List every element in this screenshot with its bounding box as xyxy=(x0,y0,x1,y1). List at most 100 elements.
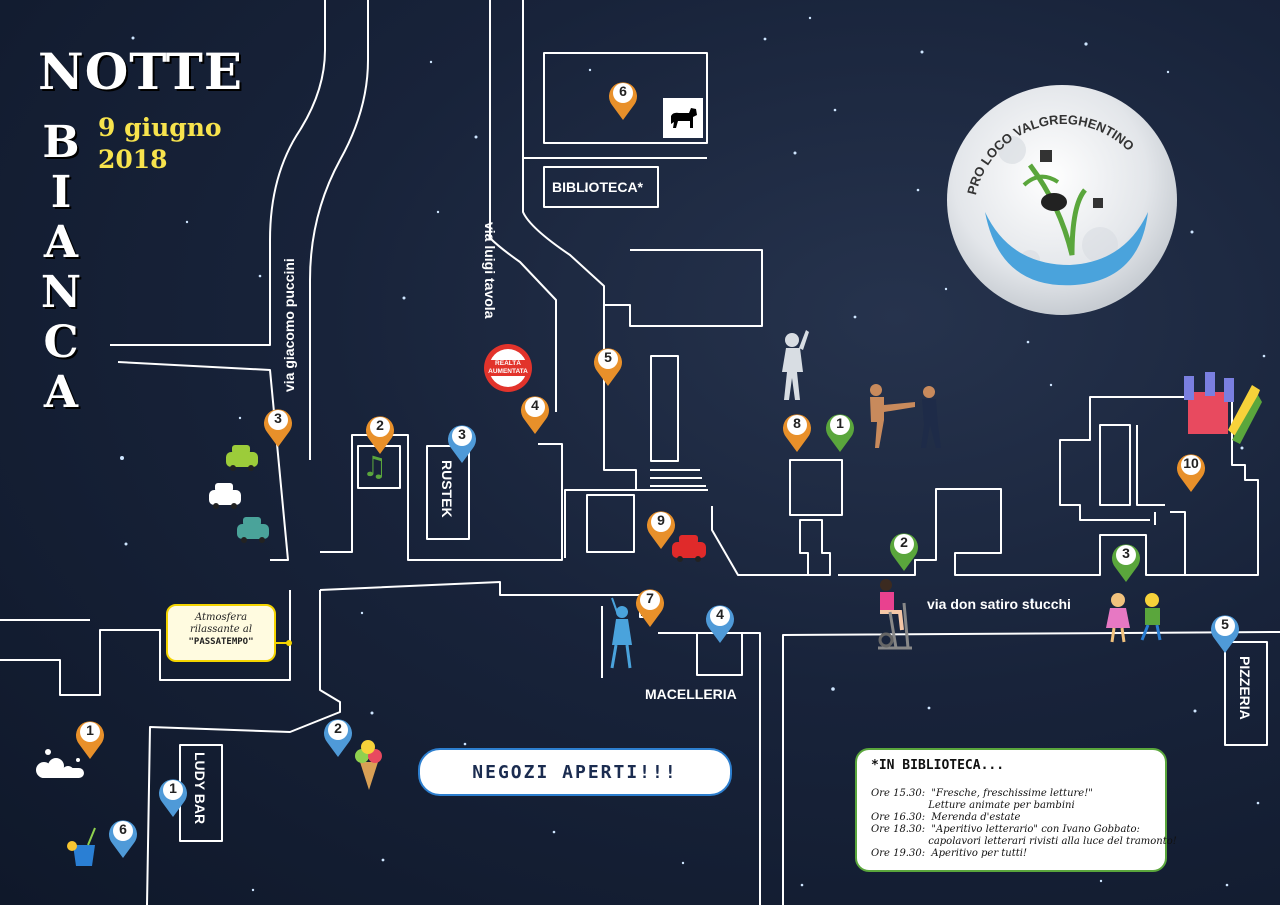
pin-marker-icon xyxy=(826,414,854,452)
map-pin-orange-2[interactable]: 2 xyxy=(363,411,397,455)
title-letter: A xyxy=(43,217,79,268)
map-pin-orange-6[interactable]: 6 xyxy=(606,77,640,121)
pin-marker-icon xyxy=(636,589,664,627)
car-icon xyxy=(209,483,241,509)
title-letter: C xyxy=(43,317,79,368)
pin-number: 8 xyxy=(793,415,801,431)
map-pin-orange-1[interactable]: 1 xyxy=(73,716,107,760)
pin-number: 4 xyxy=(531,397,539,413)
exercise-bike-icon xyxy=(878,579,912,650)
pin-number: 1 xyxy=(169,780,177,796)
car-icon xyxy=(237,517,269,543)
map-pin-blue-5[interactable]: 5 xyxy=(1208,610,1242,654)
pin-number: 1 xyxy=(86,722,94,738)
map-pin-orange-5[interactable]: 5 xyxy=(591,343,625,387)
pin-marker-icon xyxy=(609,82,637,120)
title-letter: B xyxy=(42,117,80,168)
pin-marker-icon xyxy=(521,396,549,434)
pin-number: 5 xyxy=(1221,616,1229,632)
map-pin-orange-9[interactable]: 9 xyxy=(644,506,678,550)
title-letter: N xyxy=(40,267,82,318)
street-label-stucchi: via don satiro stucchi xyxy=(927,596,1071,612)
pin-number: 9 xyxy=(657,512,665,528)
biblioteca-heading: *IN BIBLIOTECA... xyxy=(871,758,1005,773)
augmented-reality-badge: REALTÀ AUMENTATA xyxy=(483,343,533,393)
bubbles-icon xyxy=(36,749,84,778)
car-icon xyxy=(226,445,258,471)
cocktail-icon xyxy=(67,827,96,866)
pin-marker-icon xyxy=(264,409,292,447)
pin-number: 3 xyxy=(458,426,466,442)
pin-marker-icon xyxy=(109,820,137,858)
pin-number: 2 xyxy=(900,534,908,550)
title-letter: I xyxy=(50,167,72,218)
negozi-aperti-banner: NEGOZI APERTI!!! xyxy=(418,748,732,796)
map-pin-blue-4[interactable]: 4 xyxy=(703,600,737,644)
map-pin-blue-6[interactable]: 6 xyxy=(106,815,140,859)
pin-number: 4 xyxy=(716,606,724,622)
note-line: rilassante al xyxy=(189,624,253,635)
map-pin-orange-8[interactable]: 8 xyxy=(780,409,814,453)
pin-marker-icon xyxy=(890,533,918,571)
badge-shape xyxy=(484,344,532,392)
children-icon xyxy=(1106,593,1162,643)
dog-shape xyxy=(671,108,697,128)
pin-marker-icon xyxy=(1211,615,1239,653)
pin-marker-icon xyxy=(76,721,104,759)
map-pin-blue-3[interactable]: 3 xyxy=(445,420,479,464)
pin-marker-icon xyxy=(647,511,675,549)
car-icon xyxy=(672,535,706,562)
pin-marker-icon xyxy=(783,414,811,452)
music-note-icon: ♫ xyxy=(362,450,388,483)
pin-number: 6 xyxy=(619,83,627,99)
note-line: Atmosfera xyxy=(194,612,248,623)
map-pin-orange-4[interactable]: 4 xyxy=(518,391,552,435)
bouncy-castle-icon xyxy=(1184,372,1262,444)
pin-number: 6 xyxy=(119,821,127,837)
pin-number: 10 xyxy=(1183,455,1199,471)
map-pin-orange-10[interactable]: 10 xyxy=(1174,449,1208,493)
pin-marker-icon xyxy=(1112,544,1140,582)
ice-cream-icon xyxy=(355,740,382,790)
map-pin-green-1[interactable]: 1 xyxy=(823,409,857,453)
woman-icon xyxy=(610,597,632,669)
biblioteca-schedule: Ore 15.30: "Fresche, freschissime lettur… xyxy=(871,788,1177,859)
pin-marker-icon xyxy=(448,425,476,463)
pin-number: 1 xyxy=(836,415,844,431)
pin-number: 5 xyxy=(604,349,612,365)
dancer-icon xyxy=(782,330,809,400)
note-line: "PASSATEMPO" xyxy=(188,637,254,647)
map-pin-blue-1[interactable]: 1 xyxy=(156,774,190,818)
pin-number: 2 xyxy=(376,417,384,433)
pin-number: 3 xyxy=(1122,545,1130,561)
title-notte: NOTTE xyxy=(38,42,243,101)
kickboxing-icon xyxy=(870,384,941,448)
biblioteca-schedule-box: *IN BIBLIOTECA... Ore 15.30: "Fresche, f… xyxy=(855,748,1177,872)
map-pin-orange-3[interactable]: 3 xyxy=(261,404,295,448)
pin-marker-icon xyxy=(324,719,352,757)
pin-number: 7 xyxy=(646,590,654,606)
map-pin-blue-2[interactable]: 2 xyxy=(321,714,355,758)
map-pin-green-3[interactable]: 3 xyxy=(1109,539,1143,583)
pin-marker-icon xyxy=(706,605,734,643)
dog-icon xyxy=(663,98,703,138)
title-bianca: B I A N C A xyxy=(38,118,84,418)
pin-number: 2 xyxy=(334,720,342,736)
pin-marker-icon xyxy=(159,779,187,817)
title-letter: A xyxy=(43,367,79,418)
pin-number: 3 xyxy=(274,410,282,426)
pin-marker-icon xyxy=(594,348,622,386)
building-macelleria: MACELLERIA xyxy=(645,686,737,702)
event-date: 9 giugno 2018 xyxy=(98,113,222,174)
pin-marker-icon xyxy=(366,416,394,454)
map-pin-green-2[interactable]: 2 xyxy=(887,528,921,572)
badge-label: REALTÀ AUMENTATA xyxy=(488,360,528,375)
map-pin-orange-7[interactable]: 7 xyxy=(633,584,667,628)
pin-marker-icon xyxy=(1177,454,1205,492)
building-biblioteca: BIBLIOTECA* xyxy=(552,179,643,195)
passatempo-note: Atmosfera rilassante al "PASSATEMPO" xyxy=(166,604,276,662)
